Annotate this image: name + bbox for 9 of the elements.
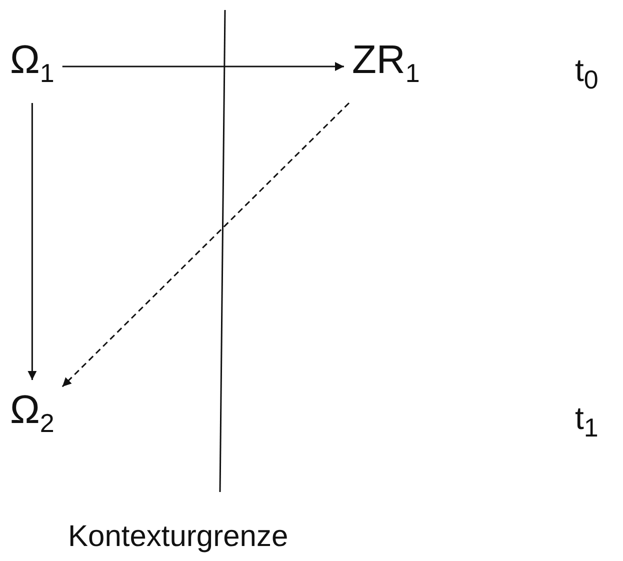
symbol-label: Ω$_{1}$ [10,38,54,95]
time-label: t$_{0}$ [575,51,598,96]
arrow [62,102,350,388]
symbol-label: ZR$_{1}$ [352,38,420,95]
arrow [28,103,37,380]
symbol-label: Ω$_{2}$ [10,388,54,445]
arrow [62,62,344,71]
boundary-label: Kontexturgrenze [68,519,288,555]
time-label: t$_{1}$ [575,399,598,444]
